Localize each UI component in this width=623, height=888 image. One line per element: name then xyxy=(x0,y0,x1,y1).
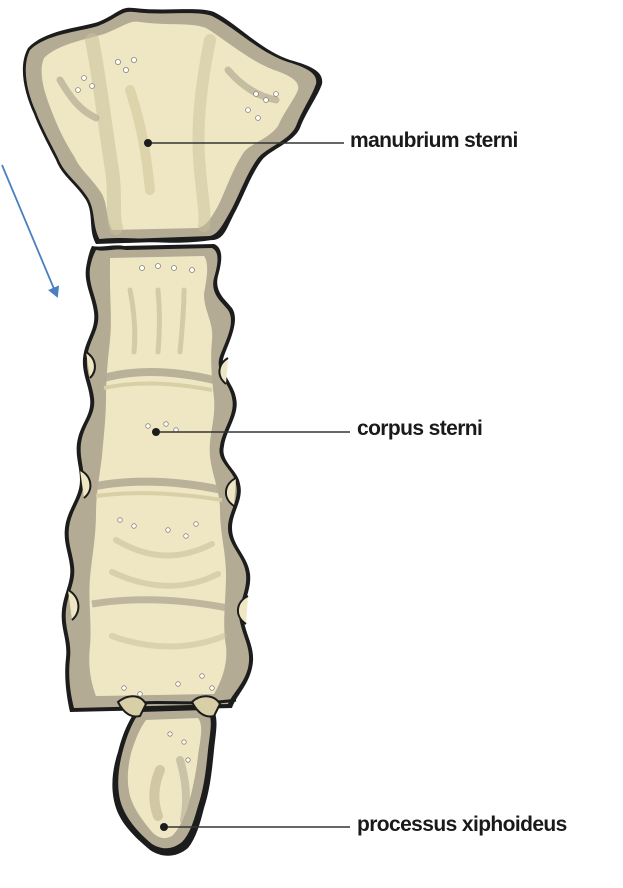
leader-dot-xiphoid xyxy=(160,823,168,831)
label-manubrium-sterni: manubrium sterni xyxy=(350,130,518,151)
leader-dot-manubrium xyxy=(144,139,152,147)
manubrium-sterni xyxy=(23,8,322,244)
pointer-arrow xyxy=(2,165,57,296)
processus-xiphoideus xyxy=(112,696,220,856)
leader-dot-corpus xyxy=(152,428,160,436)
label-corpus-sterni: corpus sterni xyxy=(357,418,482,439)
corpus-sterni xyxy=(62,244,253,712)
label-processus-xiphoideus: processus xiphoideus xyxy=(357,814,567,835)
